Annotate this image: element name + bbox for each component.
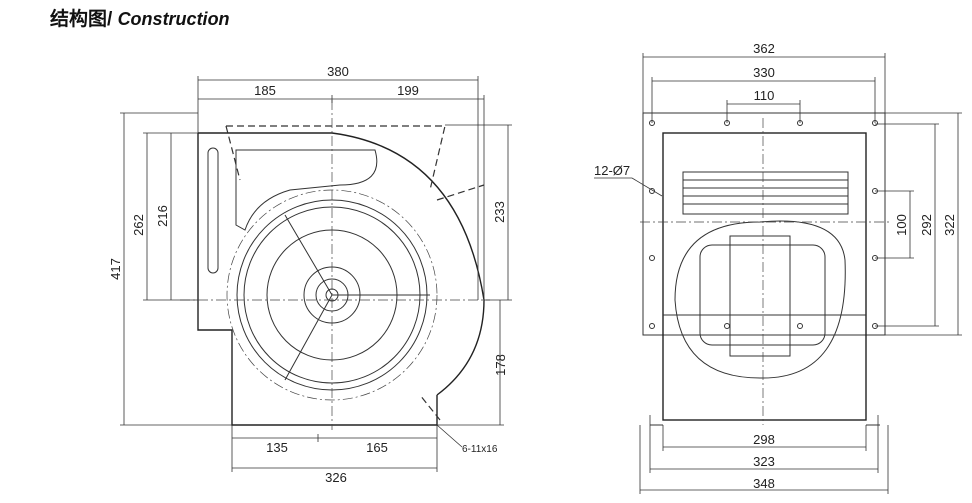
dim-slot: 6-11x16 — [462, 444, 498, 455]
title-en: Construction — [117, 9, 230, 29]
dim-233: 233 — [492, 201, 507, 223]
side-view: 380 185 199 417 262 216 233 178 135 165 … — [108, 64, 512, 485]
dim-110: 110 — [754, 88, 775, 103]
dim-100: 100 — [894, 214, 909, 236]
front-view: 362 330 110 100 292 322 298 323 348 12-Ø… — [594, 41, 962, 494]
title-cn: 结构图/ — [50, 9, 113, 30]
dim-185: 185 — [254, 83, 276, 98]
dim-165: 165 — [366, 440, 388, 455]
dim-380: 380 — [327, 64, 349, 79]
dim-holes: 12-Ø7 — [594, 163, 630, 178]
dim-417: 417 — [108, 258, 123, 280]
dim-216: 216 — [155, 205, 170, 227]
dim-292: 292 — [919, 214, 934, 236]
dim-199: 199 — [397, 83, 419, 98]
dim-322: 322 — [942, 214, 957, 236]
dim-262: 262 — [131, 214, 146, 236]
dim-178: 178 — [493, 354, 508, 376]
dim-323: 323 — [753, 454, 775, 469]
mounting-holes — [649, 120, 878, 329]
dim-330: 330 — [753, 65, 775, 80]
dim-326: 326 — [325, 470, 347, 485]
page-title: 结构图/ Construction — [50, 4, 230, 31]
dim-348: 348 — [753, 476, 775, 491]
dim-298: 298 — [753, 432, 775, 447]
dim-362: 362 — [753, 41, 775, 56]
dim-135: 135 — [266, 440, 288, 455]
